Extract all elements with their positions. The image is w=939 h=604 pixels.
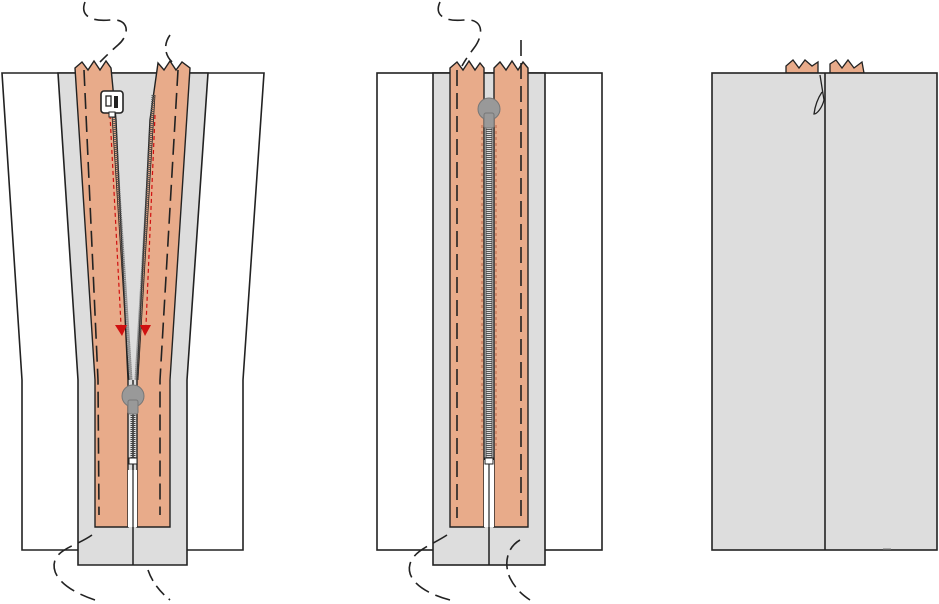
step-3-panel bbox=[711, 58, 938, 551]
step-1-right-basting bbox=[159, 69, 179, 515]
step-1-right-teeth bbox=[134, 94, 155, 381]
step-2-zipper-slider-icon bbox=[477, 97, 501, 129]
step-1-right-teeth-edge bbox=[137, 94, 156, 381]
step-2-bottom-thread-right bbox=[506, 539, 531, 601]
step-1-top-thread bbox=[83, 1, 127, 63]
step-1-top-thread-right bbox=[164, 34, 173, 63]
step-1-zipper-slider-icon bbox=[121, 384, 145, 415]
step-1-bottom-thread-right bbox=[147, 569, 171, 601]
step-1-left-teeth bbox=[112, 114, 133, 381]
step-1-left-stitch-guide bbox=[109, 114, 122, 326]
step-2-zipper-stop-icon bbox=[484, 457, 494, 465]
step-3-left-tape-tip bbox=[785, 59, 819, 74]
step-1-panel bbox=[1, 1, 265, 601]
step-2-top-thread bbox=[437, 1, 482, 67]
step-2-panel bbox=[376, 1, 603, 601]
presser-foot-icon bbox=[100, 90, 124, 118]
step-1-right-arrow-down-icon bbox=[140, 325, 151, 336]
step-1-bottom-thread-left bbox=[53, 534, 96, 601]
step-2-bottom-thread-left bbox=[408, 534, 451, 601]
step-1-left-basting bbox=[83, 69, 100, 516]
step-2-right-tape bbox=[493, 59, 529, 528]
step-3-right-tape-tip bbox=[829, 58, 865, 74]
step-3-zipper-pull-icon bbox=[813, 74, 825, 115]
step-1-zipper-stop-icon bbox=[128, 457, 138, 465]
step-1-left-teeth-edge bbox=[111, 114, 130, 381]
step-2-left-tape bbox=[449, 59, 485, 528]
step-1-right-stitch-guide bbox=[145, 114, 156, 326]
step-1-left-arrow-down-icon bbox=[115, 325, 127, 336]
